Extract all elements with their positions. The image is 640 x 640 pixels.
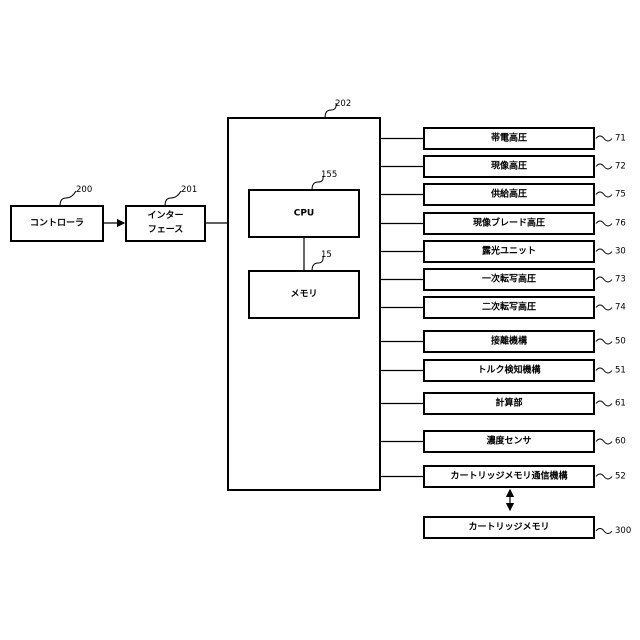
- unit-ref-2: 75: [615, 190, 626, 200]
- controller-block: コントローラ: [11, 206, 103, 241]
- unit-ref-8: 51: [615, 366, 626, 376]
- interface-label-line2: フェース: [148, 224, 184, 235]
- interface-ref-leader: [165, 191, 181, 206]
- unit-ref-leader-0: [596, 136, 612, 141]
- unit-ref-leader-2: [596, 192, 612, 197]
- unit-label-1: 現像高圧: [491, 160, 527, 172]
- unit-ref-5: 73: [615, 275, 626, 285]
- unit-ref-3: 76: [615, 219, 626, 229]
- unit-ref-4: 30: [615, 247, 626, 257]
- unit-ref-11: 52: [615, 472, 626, 482]
- controller-ref-leader: [60, 191, 76, 206]
- unit-ref-leader-3: [596, 221, 612, 226]
- controller-label: コントローラ: [30, 218, 84, 229]
- unit-label-0: 帯電高圧: [491, 132, 527, 144]
- unit-ref-leader-10: [596, 439, 612, 444]
- cpu-label: CPU: [294, 209, 315, 219]
- main-block-ref: 202: [335, 99, 351, 109]
- units-group: 帯電高圧 71 現像高圧 72 供給高圧 75 現像ブレード高圧 76 露光ユニット 30 一次転写…: [380, 128, 626, 487]
- cartridge-memory-block: カートリッジメモリ: [424, 517, 594, 538]
- unit-label-11: カートリッジメモリ通信機構: [450, 470, 567, 482]
- cartridge-memory-ref-leader: [596, 529, 612, 534]
- cpu-block: CPU: [249, 190, 359, 237]
- interface-block: インター フェース: [126, 206, 205, 241]
- unit-ref-leader-9: [596, 401, 612, 406]
- unit-ref-6: 74: [615, 303, 626, 313]
- unit-ref-leader-4: [596, 249, 612, 254]
- unit-ref-leader-6: [596, 305, 612, 310]
- cartridge-memory-ref: 300: [615, 526, 631, 536]
- unit-ref-leader-11: [596, 474, 612, 479]
- unit-ref-leader-1: [596, 164, 612, 169]
- unit-label-9: 計算部: [495, 397, 522, 409]
- unit-label-5: 一次転写高圧: [482, 273, 536, 285]
- controller-ref: 200: [76, 185, 92, 195]
- unit-ref-7: 50: [615, 337, 626, 347]
- unit-ref-9: 61: [615, 399, 626, 409]
- unit-ref-leader-7: [596, 339, 612, 344]
- unit-label-3: 現像ブレード高圧: [473, 217, 545, 229]
- unit-label-2: 供給高圧: [490, 188, 527, 200]
- unit-label-8: トルク検知機構: [477, 364, 540, 376]
- unit-ref-leader-5: [596, 277, 612, 282]
- memory-label: メモリ: [290, 289, 317, 300]
- unit-label-6: 二次転写高圧: [482, 301, 536, 313]
- unit-label-4: 露光ユニット: [482, 245, 536, 257]
- interface-ref: 201: [181, 185, 197, 195]
- memory-block: メモリ: [249, 271, 359, 318]
- unit-label-7: 接離機構: [491, 335, 527, 347]
- cartridge-memory-label: カートリッジメモリ: [468, 522, 549, 533]
- unit-ref-leader-8: [596, 368, 612, 373]
- interface-label-line1: インター: [147, 209, 183, 221]
- memory-ref: 15: [321, 250, 332, 260]
- unit-ref-0: 71: [615, 134, 626, 144]
- unit-label-10: 濃度センサ: [486, 435, 531, 447]
- unit-ref-10: 60: [615, 437, 626, 447]
- unit-ref-1: 72: [615, 162, 626, 172]
- cpu-ref: 155: [321, 170, 337, 180]
